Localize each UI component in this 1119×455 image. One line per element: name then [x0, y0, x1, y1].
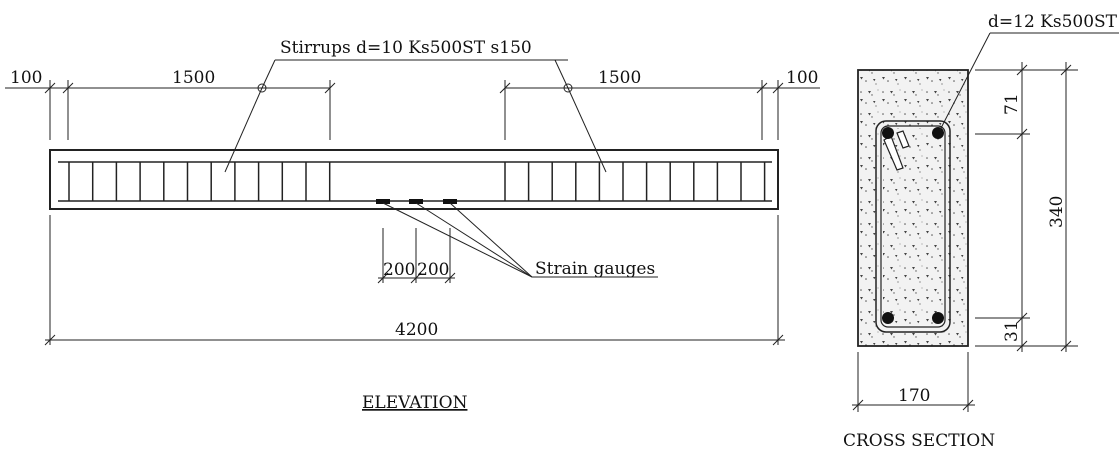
section-vertical-dimensions [975, 62, 1078, 352]
height-dim: 340 [1047, 196, 1067, 228]
length-dimension [44, 215, 785, 346]
elevation-view: Stirrups d=10 Ks500ST s150 100 1500 1500… [5, 38, 820, 413]
gauges-leader [382, 202, 658, 278]
stirrups-label: Stirrups d=10 Ks500ST s150 [280, 38, 532, 58]
strain-gauge [376, 199, 390, 204]
stirrup-group-left [68, 162, 331, 201]
gauge-spacing-2: 200 [417, 260, 449, 280]
width-dim: 170 [898, 386, 930, 406]
strain-gauge [409, 199, 423, 204]
gauge-spacing-1: 200 [383, 260, 415, 280]
cross-section-view: d=12 Ks500ST 71 340 31 170 C [843, 12, 1119, 451]
gauges-label: Strain gauges [535, 259, 655, 279]
end-dim-left: 100 [10, 68, 42, 88]
top-cover-dim: 71 [1002, 93, 1022, 115]
stirrup-group-right [504, 162, 766, 201]
section-width-dimension [852, 352, 975, 412]
top-dimension-line [5, 80, 820, 140]
cross-section-title: CROSS SECTION [843, 431, 995, 451]
bar-leader [939, 32, 1119, 131]
section-bar-bottom-right [932, 312, 944, 324]
gauge-spacing-dimension [377, 228, 456, 284]
strain-gauge [443, 199, 457, 204]
elevation-title: ELEVATION [362, 393, 468, 413]
section-bar-top-right [932, 127, 944, 139]
bottom-cover-dim: 31 [1002, 320, 1022, 342]
section-bar-top-left [882, 127, 894, 139]
section-bar-bottom-left [882, 312, 894, 324]
section-stirrup-outer [875, 120, 951, 333]
end-dim-right: 100 [786, 68, 818, 88]
zone-dim-left: 1500 [172, 68, 215, 88]
length-dim: 4200 [395, 320, 438, 340]
stirrups-leader [224, 59, 607, 173]
bar-label: d=12 Ks500ST [988, 12, 1118, 32]
zone-dim-right: 1500 [598, 68, 641, 88]
